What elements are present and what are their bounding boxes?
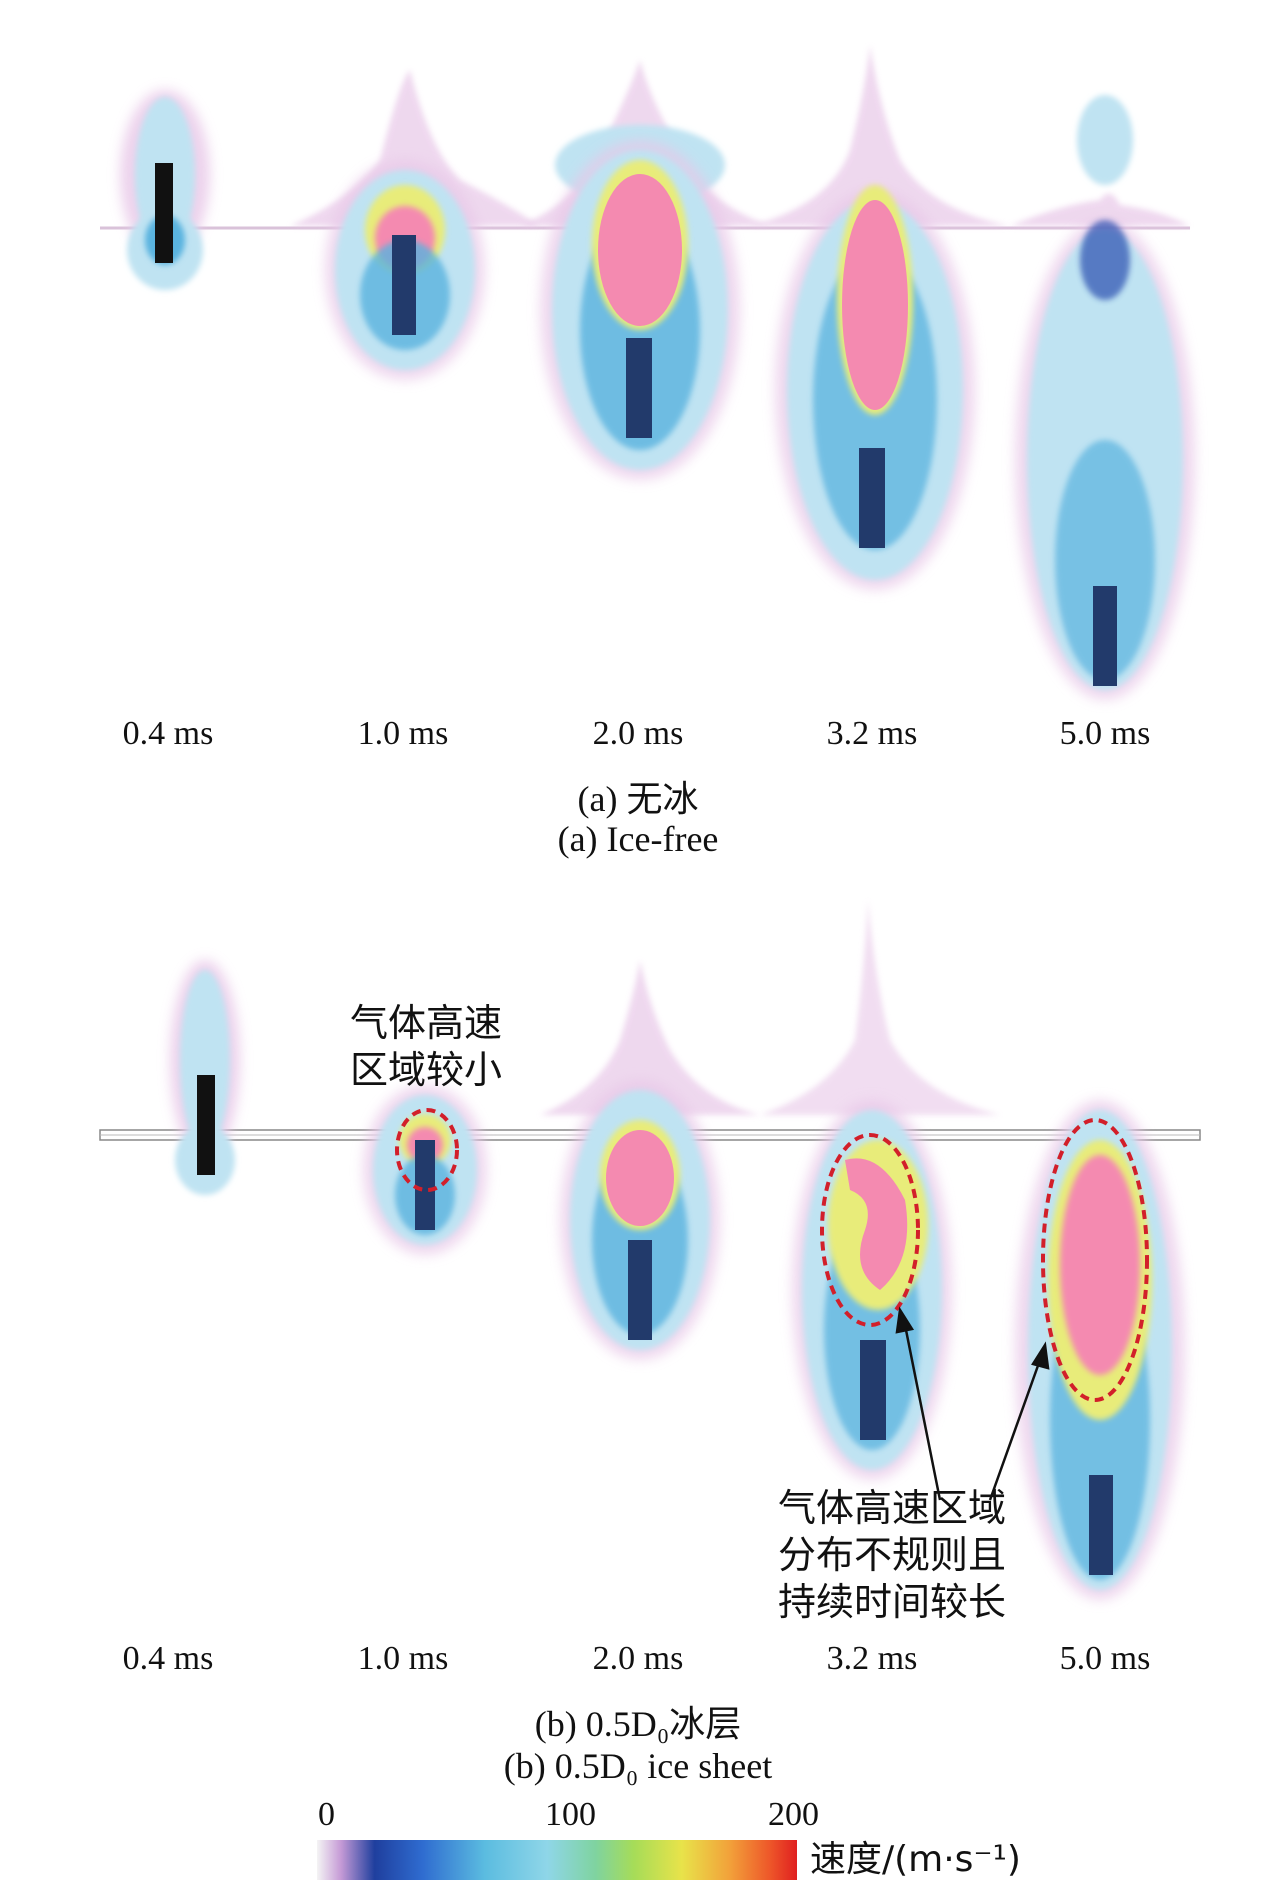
colorbar xyxy=(317,1840,797,1880)
plume-a-5-0ms xyxy=(1010,95,1195,700)
note-irregular-line-3: 持续时间较长 xyxy=(778,1580,1007,1624)
panel-a-plumes xyxy=(100,45,1195,700)
projectile-b-2-0ms xyxy=(628,1240,652,1340)
time-label-a-3: 2.0 ms xyxy=(592,715,684,752)
plume-b-1-0ms xyxy=(363,1085,487,1255)
note-small-region: 气体高速 区域较小 xyxy=(350,1000,502,1094)
plume-a-0-4ms xyxy=(120,90,210,290)
projectile-a-2-0ms xyxy=(626,338,652,438)
projectile-b-1-0ms xyxy=(415,1140,435,1230)
note-irregular-region: 气体高速区域 分布不规则且 持续时间较长 xyxy=(778,1485,1006,1626)
time-label-b-5: 5.0 ms xyxy=(1059,1640,1151,1677)
colorbar-tick-200: 200 xyxy=(768,1796,819,1833)
time-label-b-2: 1.0 ms xyxy=(357,1640,449,1677)
projectile-a-0-4ms xyxy=(155,163,173,263)
annotation-ellipse-small xyxy=(395,1108,459,1192)
plume-a-3-2ms xyxy=(750,45,1010,590)
panel-b-plumes xyxy=(99,900,1201,1600)
colorbar-label: 速度/(m·s⁻¹) xyxy=(810,1839,1021,1880)
time-label-a-4: 3.2 ms xyxy=(826,715,918,752)
caption-a-en: (a) Ice-free xyxy=(557,819,719,859)
projectile-b-0-4ms xyxy=(197,1075,215,1175)
annotation-arrows xyxy=(895,1306,1050,1501)
note-irregular-line-2: 分布不规则且 xyxy=(778,1533,1007,1577)
time-label-b-3: 2.0 ms xyxy=(592,1640,684,1677)
plume-b-5-0ms xyxy=(1015,1100,1185,1600)
note-irregular-line-1: 气体高速区域 xyxy=(778,1486,1007,1530)
plume-b-0-4ms xyxy=(170,960,240,1195)
projectile-b-3-2ms xyxy=(860,1340,886,1440)
time-label-a-1: 0.4 ms xyxy=(122,715,214,752)
projectile-a-3-2ms xyxy=(859,448,885,548)
plume-b-2-0ms xyxy=(540,960,760,1360)
plume-b-3-2ms xyxy=(760,900,1000,1480)
note-small-line-2: 区域较小 xyxy=(350,1048,503,1092)
time-label-a-2: 1.0 ms xyxy=(357,715,449,752)
annotation-ellipse-5-0ms xyxy=(1041,1118,1149,1402)
projectile-a-1-0ms xyxy=(392,235,416,335)
caption-a-cn: (a) 无冰 xyxy=(577,779,699,819)
time-label-a-5: 5.0 ms xyxy=(1059,715,1151,752)
time-label-b-1: 0.4 ms xyxy=(122,1640,214,1677)
colorbar-tick-100: 100 xyxy=(545,1796,596,1833)
colorbar-tick-0: 0 xyxy=(318,1796,335,1833)
caption-b-cn: (b) 0.5D₀冰层 xyxy=(534,1704,742,1744)
caption-b-en: (b) 0.5D₀ ice sheet xyxy=(503,1746,773,1786)
projectile-a-5-0ms xyxy=(1093,586,1117,686)
projectile-b-5-0ms xyxy=(1089,1475,1113,1575)
time-label-b-4: 3.2 ms xyxy=(826,1640,918,1677)
annotation-ellipse-3-2ms xyxy=(820,1133,920,1327)
note-small-line-1: 气体高速 xyxy=(350,1001,503,1045)
plume-a-1-0ms xyxy=(290,70,540,380)
plume-a-2-0ms xyxy=(520,60,770,480)
